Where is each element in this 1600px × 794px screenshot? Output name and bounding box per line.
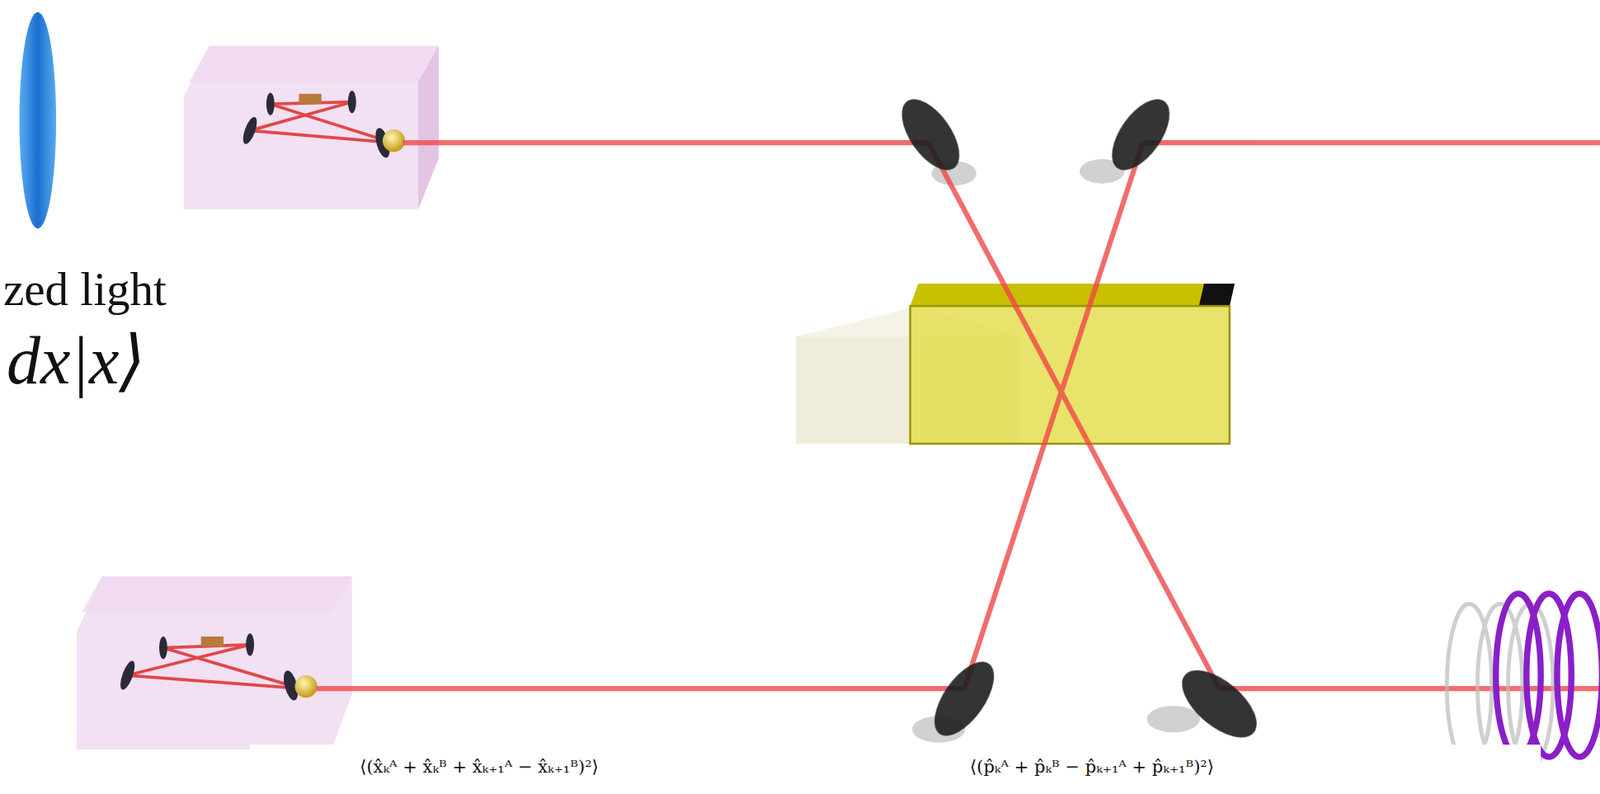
opo-box [76, 576, 353, 750]
laser-beam [316, 142, 1600, 689]
state-formula: dx|x⟩ [6, 322, 146, 400]
nullifier-formula: ⟨(x̂ₖᴬ + x̂ₖᴮ + x̂ₖ₊₁ᴬ − x̂ₖ₊₁ᴮ)²⟩ [356, 757, 603, 777]
opo-box [183, 46, 439, 210]
mirror-shadow [912, 159, 1200, 744]
squeezed-ellipse [19, 12, 57, 229]
formula-ground [249, 744, 1541, 794]
nullifier-formula: ⟨(p̂ₖᴬ + p̂ₖᴮ − p̂ₖ₊₁ᴬ + p̂ₖ₊₁ᴮ)²⟩ [966, 757, 1218, 777]
mirror [890, 89, 1269, 751]
figure-caption: zed light [3, 262, 167, 317]
coil [1446, 593, 1600, 768]
